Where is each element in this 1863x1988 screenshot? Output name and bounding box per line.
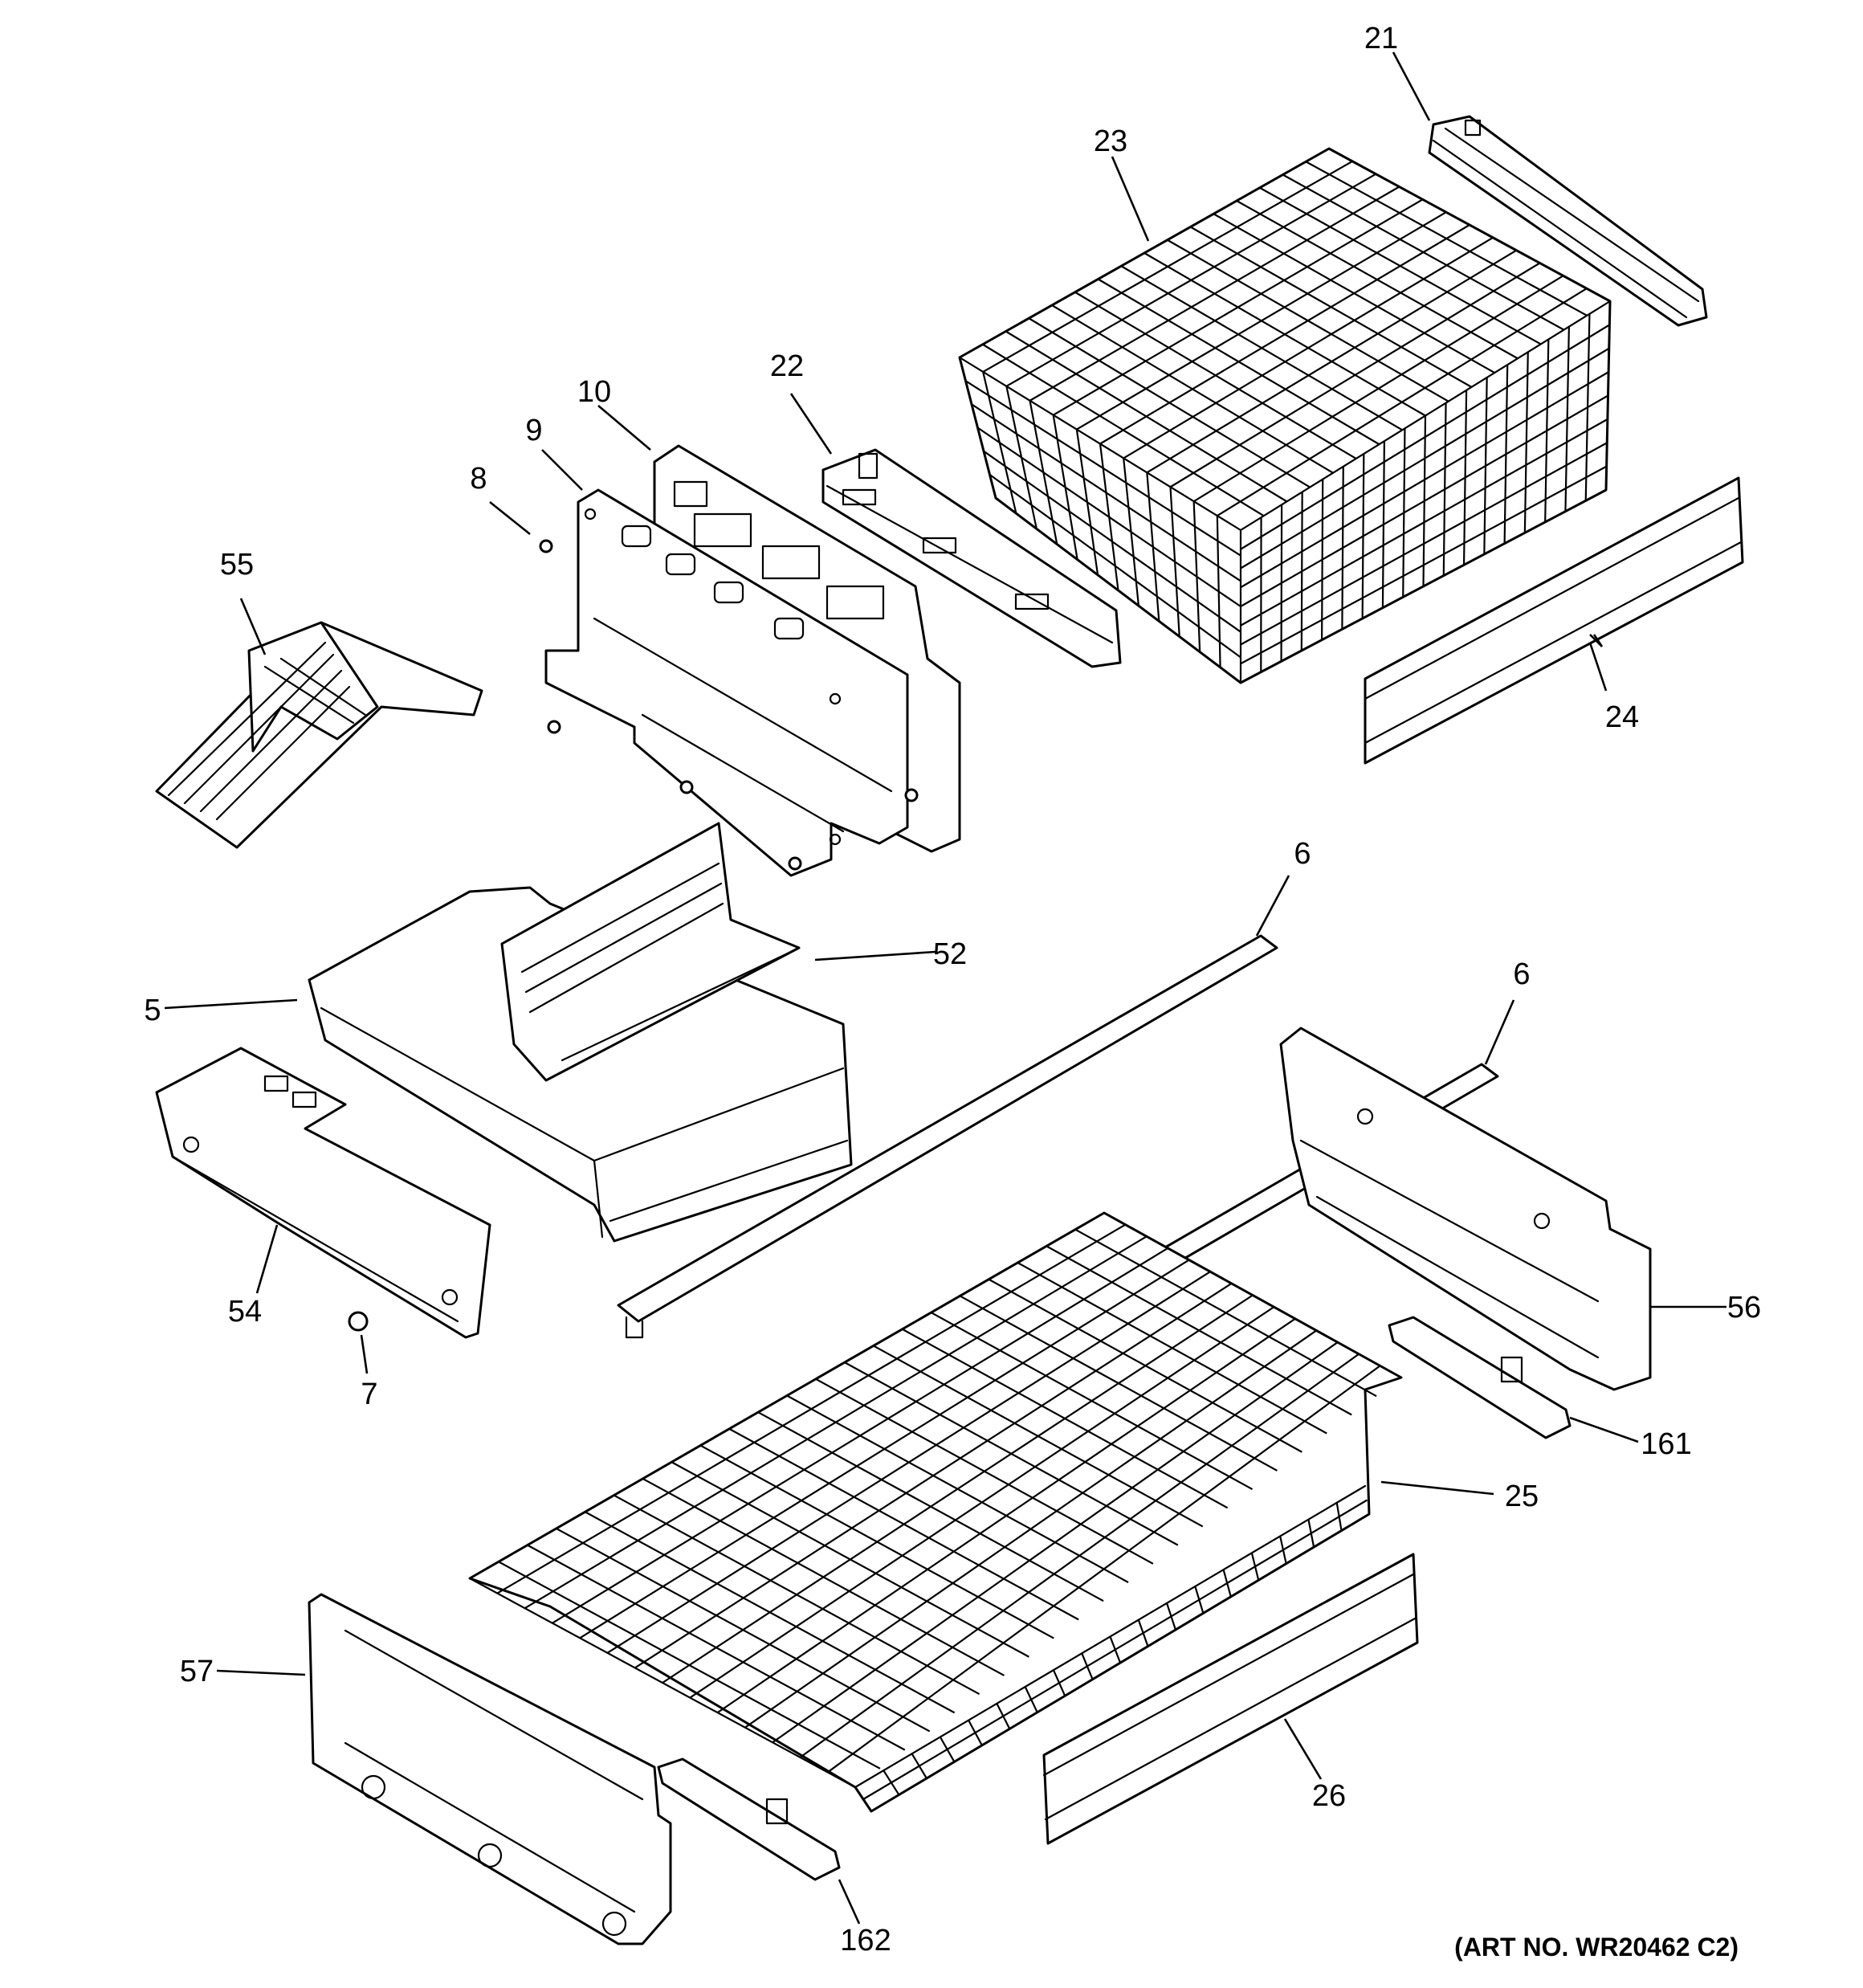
callout-23: 23 (1094, 125, 1127, 158)
callout-9: 9 (525, 414, 542, 447)
part-56-right-frame (1279, 1027, 1652, 1391)
part-7-screw (348, 1311, 369, 1332)
part-21-upper-rail (1428, 115, 1708, 327)
callout-10: 10 (577, 375, 611, 409)
part-22-slide-rail (821, 448, 1122, 668)
callout-26: 26 (1312, 1779, 1346, 1813)
part-25-lower-basket (468, 1211, 1403, 1813)
part-23-upper-basket (958, 147, 1612, 684)
part-57-end-frame (308, 1593, 672, 1945)
part-161-latch (1388, 1316, 1572, 1439)
callout-55: 55 (220, 548, 254, 582)
part-55-rack (155, 621, 483, 849)
callout-52: 52 (933, 937, 967, 971)
part-52-divider (500, 822, 801, 1082)
part-26-lower-front-panel (1042, 1553, 1419, 1845)
leader-lines (164, 51, 1726, 1925)
callout-labels: 21 23 22 10 9 8 55 24 6 52 5 6 56 54 7 1… (144, 22, 1761, 1957)
callout-24: 24 (1605, 700, 1639, 734)
callout-6-lower: 6 (1513, 957, 1530, 991)
part-8-screws (539, 539, 919, 871)
callout-54: 54 (228, 1295, 262, 1329)
callout-22: 22 (770, 349, 804, 383)
callout-56: 56 (1727, 1291, 1761, 1325)
callout-21: 21 (1364, 22, 1398, 55)
part-9-front-bracket (544, 488, 909, 877)
callout-57: 57 (180, 1655, 214, 1688)
part-54-left-frame (155, 1047, 491, 1339)
callout-8: 8 (470, 462, 487, 496)
callout-162: 162 (840, 1924, 891, 1957)
callout-6-upper: 6 (1294, 837, 1311, 871)
callout-161: 161 (1641, 1427, 1691, 1461)
part-24-upper-front-panel (1364, 476, 1744, 765)
callout-7: 7 (361, 1378, 377, 1411)
part-162-latch (657, 1757, 841, 1881)
callout-5: 5 (144, 994, 161, 1027)
callout-25: 25 (1505, 1480, 1539, 1513)
art-number: (ART NO. WR20462 C2) (1454, 1933, 1739, 1961)
part-6-rod-upper (617, 934, 1278, 1339)
